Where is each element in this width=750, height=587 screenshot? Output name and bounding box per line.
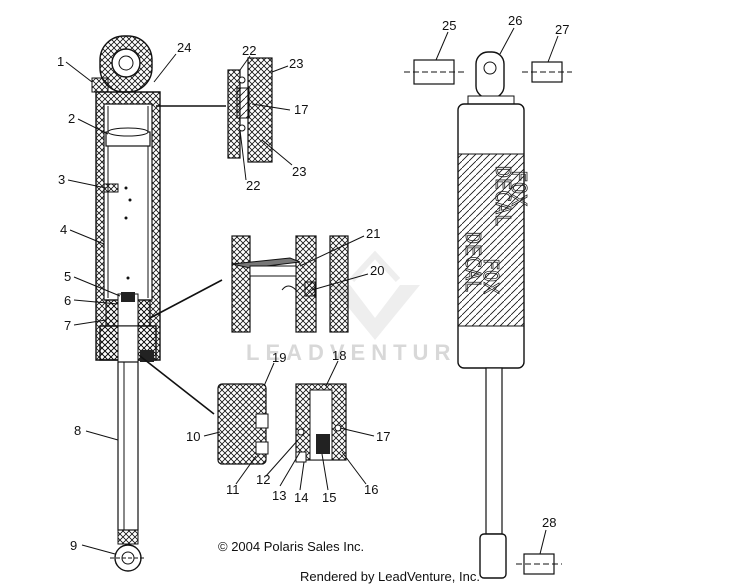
callout-11: 11 [226, 482, 240, 497]
callout-9: 9 [70, 538, 77, 553]
decal-text-1: DECAL [461, 232, 485, 292]
callout-24: 24 [177, 40, 191, 55]
callout-22-top: 22 [242, 43, 256, 58]
callout-20: 20 [370, 263, 384, 278]
bushing-27 [522, 61, 572, 83]
callout-27: 27 [555, 22, 569, 37]
watermark-text: LEADVENTURE [246, 340, 477, 365]
callout-2: 2 [68, 111, 75, 126]
bushing-28 [516, 553, 562, 575]
callout-19: 19 [272, 350, 286, 365]
decal-text-3: DECAL [491, 166, 515, 226]
callout-3: 3 [58, 172, 65, 187]
leader-lines [65, 27, 559, 555]
callout-5: 5 [64, 269, 71, 284]
decal-text-4: FOX [507, 170, 531, 206]
shock-cross-section [91, 35, 161, 572]
callout-28: 28 [542, 515, 556, 530]
callout-26: 26 [508, 13, 522, 28]
copyright-text: © 2004 Polaris Sales Inc. [218, 539, 364, 554]
rendered-by-text: Rendered by LeadVenture, Inc. [300, 569, 480, 584]
callout-25: 25 [442, 18, 456, 33]
callout-21: 21 [366, 226, 380, 241]
callout-6: 6 [64, 293, 71, 308]
callout-7: 7 [64, 318, 71, 333]
callout-23-top: 23 [289, 56, 303, 71]
callout-17-upper: 17 [294, 102, 308, 117]
detail-bearing-left [139, 355, 269, 465]
callout-16: 16 [364, 482, 378, 497]
callout-8: 8 [74, 423, 81, 438]
callout-1: 1 [57, 54, 64, 69]
callout-14: 14 [294, 490, 308, 505]
callout-12: 12 [256, 472, 270, 487]
callout-23-bottom: 23 [292, 164, 306, 179]
callout-18: 18 [332, 348, 346, 363]
callout-labels: 1 2 3 4 5 6 7 8 9 10 11 12 13 14 15 16 1… [57, 13, 569, 553]
callout-17-lower: 17 [376, 429, 390, 444]
callout-22-bottom: 22 [246, 178, 260, 193]
detail-bearing-right [295, 383, 347, 463]
decal-text-2: FOX [479, 258, 503, 294]
detail-valve [149, 235, 349, 333]
callout-13: 13 [272, 488, 286, 503]
watermark-logo [330, 250, 420, 340]
bushing-25 [404, 59, 466, 85]
callout-15: 15 [322, 490, 336, 505]
shock-exterior: DECAL FOX DECAL FOX [457, 51, 531, 579]
detail-seal-upper [156, 55, 276, 163]
callout-4: 4 [60, 222, 67, 237]
callout-10: 10 [186, 429, 200, 444]
